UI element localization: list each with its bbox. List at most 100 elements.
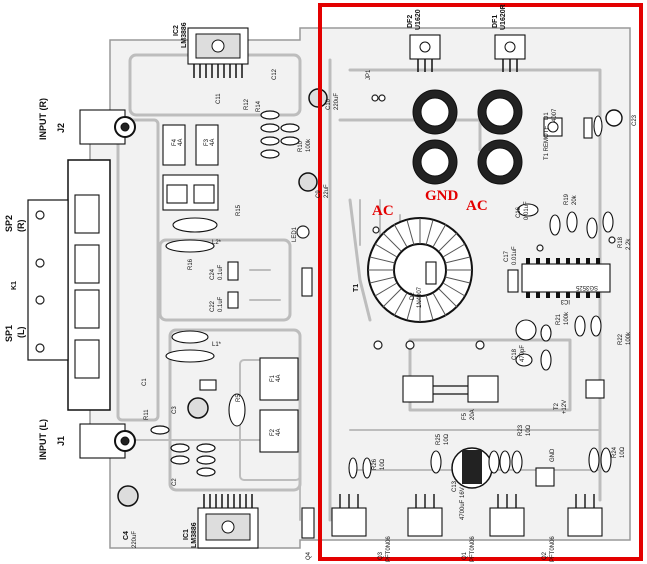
sp2-label: SP2 <box>4 215 14 232</box>
right-components <box>515 203 614 399</box>
ic1-label: IC1 <box>183 529 190 540</box>
d1-label: D1 <box>544 112 550 120</box>
input-r-label: INPUT (R) <box>38 98 48 140</box>
c3-label: C3 <box>172 406 178 414</box>
r10-label: R10 <box>298 140 304 152</box>
t1-remote-label: T1 REMOTE <box>544 126 550 160</box>
j1-label: J1 <box>56 436 66 446</box>
df1-type-label: U1620R <box>500 4 507 30</box>
copper-traces <box>116 53 602 522</box>
pads <box>371 94 616 350</box>
ic2-type-label: LM3886 <box>181 22 188 48</box>
component-labels: IC2 LM3886 C4 220uF IC1 LM3886 DF2 U1620… <box>4 4 638 562</box>
r26-label: R26 <box>372 458 378 470</box>
df2-rectifier <box>409 34 441 72</box>
f3-value: 4A <box>210 139 216 146</box>
q1-label: Q1 <box>462 551 468 560</box>
mosfet-row <box>331 494 603 537</box>
c2-label: C2 <box>172 478 178 486</box>
r12-label: R12 <box>244 98 250 110</box>
c22-label: C22 <box>210 300 216 312</box>
r5-label: R5 <box>236 394 242 402</box>
gnd-pad-label: GND <box>550 448 556 462</box>
v12-label: +12V <box>562 400 568 414</box>
c12-label: C12 <box>272 68 278 80</box>
f5-value: 20A <box>470 409 476 420</box>
toroid-transformer <box>367 217 473 323</box>
c11-label: C11 <box>216 93 222 104</box>
r23-value: 10Ω <box>526 424 532 436</box>
ic3-chip <box>507 258 611 298</box>
r24-label: R24 <box>612 446 618 458</box>
r24-value: 10Ω <box>620 446 626 458</box>
d2-type-label: 1N4007 <box>417 286 423 308</box>
c24-value: 0.1uF <box>218 264 224 280</box>
f5-label: F5 <box>462 412 468 420</box>
c18-value: 470pF <box>520 345 526 362</box>
c24-label: C24 <box>210 268 216 280</box>
ac-left-annotation: AC <box>372 203 394 219</box>
q1-type-label: PFT0N06 <box>470 536 476 562</box>
r21-value: 100k <box>564 311 570 325</box>
ac-right-annotation: AC <box>466 198 488 214</box>
c23-label: C23 <box>632 114 638 126</box>
led1-label: LED1 <box>292 226 298 242</box>
f4-value: 4A <box>178 139 184 146</box>
t1-label: T1 <box>353 284 360 292</box>
input-l-jack <box>79 423 136 459</box>
q3-label: Q3 <box>378 551 384 560</box>
c10-value: 220uF <box>334 93 340 110</box>
r19-value: 20k <box>572 194 578 205</box>
c22-value: 0.1uF <box>218 296 224 312</box>
left-resistor-array <box>150 110 300 477</box>
df1-label: DF1 <box>492 15 499 28</box>
d1-type-label: 4007 <box>552 108 558 122</box>
jp1-label: JP1 <box>366 69 372 80</box>
input-r-jack <box>79 109 136 145</box>
c16-value: 0.01uF <box>524 201 530 220</box>
c9-value: 22uF <box>324 184 330 198</box>
q2-label: Q2 <box>542 551 548 560</box>
df2-type-label: U1620 <box>415 9 422 30</box>
r25-label: R25 <box>436 433 442 445</box>
r19-label: R19 <box>564 193 570 205</box>
c17-value: 0.01uF <box>512 246 518 265</box>
ic1-chip <box>197 494 259 549</box>
remote-section <box>543 109 623 139</box>
c9-label: C9 <box>316 190 322 198</box>
r10-value: 100k <box>306 138 312 152</box>
filter-capacitors <box>412 89 523 185</box>
f5-fuse <box>402 375 499 403</box>
ic2-label: IC2 <box>173 25 180 36</box>
lower-resistors <box>348 447 612 487</box>
r25-value: 10Ω <box>444 433 450 445</box>
input-l-label: INPUT (L) <box>38 419 48 460</box>
r18-value: 2.2k <box>626 238 632 250</box>
f3-label: F3 <box>204 138 210 146</box>
c4-value: 220uF <box>132 531 138 548</box>
r11-label: R11 <box>144 409 150 420</box>
speaker-connector-block <box>27 159 111 411</box>
q3-type-label: PFT0N06 <box>386 536 392 562</box>
r26-value: 10Ω <box>380 458 386 470</box>
c16-label: C16 <box>516 206 522 218</box>
f4-label: F4 <box>172 138 178 146</box>
r18-label: R18 <box>618 236 624 248</box>
r23-label: R23 <box>518 424 524 436</box>
left-components <box>117 88 328 539</box>
c13-value: 4700uF 16V <box>460 487 466 520</box>
df1-rectifier <box>494 34 526 72</box>
sp2-channel-label: (R) <box>16 220 26 233</box>
ic1-type-label: LM3886 <box>191 522 198 548</box>
f1-value: 4A <box>276 375 282 382</box>
j2-label: J2 <box>56 123 66 133</box>
r15-label: R15 <box>236 204 242 216</box>
highlight-frame <box>318 3 643 561</box>
q2-type-label: PFT0N06 <box>550 536 556 562</box>
c17-label: C17 <box>504 250 510 262</box>
ic3-label: IC3 <box>560 298 570 304</box>
ic3-type-label: SG3525 <box>575 284 598 290</box>
sp1-label: SP1 <box>4 325 14 342</box>
